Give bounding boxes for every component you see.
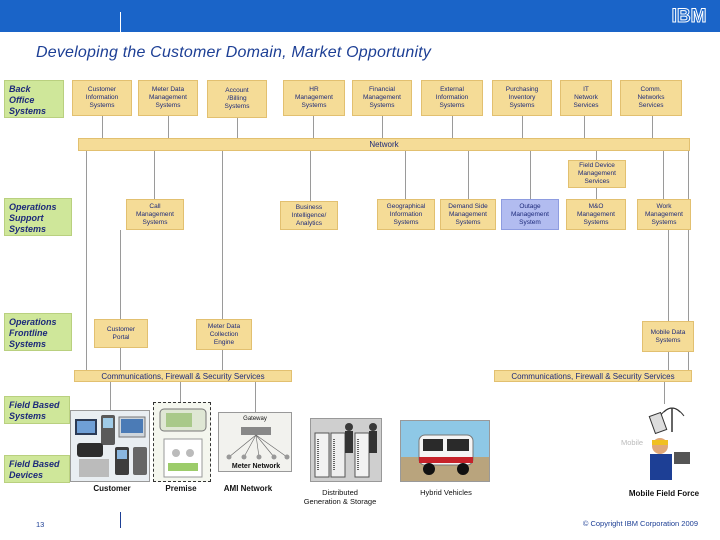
mobile-label: Mobile [620, 438, 644, 447]
meter-network-label: Meter Network [231, 463, 281, 470]
header-bar: IBM [0, 0, 720, 32]
connector [222, 350, 223, 370]
header-divider [120, 12, 121, 32]
caption-mobile-field-force: Mobile Field Force [628, 489, 700, 498]
connector [237, 118, 238, 138]
connector [405, 150, 406, 199]
connector [120, 230, 121, 319]
mo-management-systems: M&O Management Systems [566, 199, 626, 230]
connector [102, 116, 103, 138]
business-intelligence-analytics: Business Intelligence/ Analytics [280, 201, 338, 230]
gateway-label: Gateway [243, 416, 267, 422]
layer-operations-frontline: Operations Frontline Systems [4, 313, 72, 351]
caption-customer: Customer [93, 484, 131, 493]
connector [668, 226, 669, 321]
premise-devices-image [153, 402, 211, 482]
work-management-systems: Work Management Systems [637, 199, 691, 230]
connector [313, 116, 314, 138]
ibm-logo: IBM [671, 6, 707, 28]
page-title: Developing the Customer Domain, Market O… [36, 44, 432, 61]
connector [168, 116, 169, 138]
mobile-data-systems: Mobile Data Systems [642, 321, 694, 352]
ami-network-diagram [218, 412, 292, 472]
connector [596, 150, 597, 160]
connector [530, 150, 531, 199]
purchasing-inventory-systems: Purchasing Inventory Systems [492, 80, 552, 116]
layer-operations-support: Operations Support Systems [4, 198, 72, 236]
layer-back-office: Back Office Systems [4, 80, 64, 118]
layer-field-based-systems: Field Based Systems [4, 396, 70, 424]
caption-ami-network: AMI Network [223, 484, 273, 493]
hr-management-systems: HR Management Systems [283, 80, 345, 116]
hybrid-vehicle-image [400, 420, 490, 482]
communications-bar-left: Communications, Firewall & Security Serv… [74, 370, 292, 382]
connector [120, 348, 121, 370]
mobile-field-force-image [612, 404, 704, 484]
geographical-information-systems: Geographical Information Systems [377, 199, 435, 230]
it-network-services: IT Network Services [560, 80, 612, 116]
communications-bar-right: Communications, Firewall & Security Serv… [494, 370, 692, 382]
connector [668, 352, 669, 370]
connector [255, 382, 256, 412]
copyright: © Copyright IBM Corporation 2009 [582, 519, 698, 528]
connector [652, 116, 653, 138]
field-device-management-services: Field Device Management Services [568, 160, 626, 188]
account-billing-systems: Account /Billing Systems [207, 80, 267, 118]
connector [584, 116, 585, 138]
connector [110, 382, 111, 412]
meter-data-collection-engine: Meter Data Collection Engine [196, 319, 252, 350]
outage-management-system: Outage Management System [501, 199, 559, 230]
financial-management-systems: Financial Management Systems [352, 80, 412, 116]
layer-field-based-devices: Field Based Devices [4, 455, 70, 483]
page-number: 13 [36, 520, 45, 529]
footer-divider [120, 512, 121, 528]
connector [382, 116, 383, 138]
connector [468, 150, 469, 199]
connector [180, 382, 181, 402]
connector [663, 150, 664, 199]
network-bar: Network [78, 138, 690, 151]
connector [664, 382, 665, 404]
svg-text:IBM: IBM [672, 6, 707, 27]
connector [222, 150, 223, 319]
demand-side-management-systems: Demand Side Management Systems [440, 199, 496, 230]
connector [596, 188, 597, 199]
caption-distributed-generation: Distributed Generation & Storage [303, 488, 377, 506]
connector [310, 150, 311, 201]
external-information-systems: External Information Systems [421, 80, 483, 116]
connector [688, 150, 689, 370]
caption-hybrid-vehicles: Hybrid Vehicles [420, 488, 472, 497]
connector [154, 150, 155, 199]
customer-information-systems: Customer Information Systems [72, 80, 132, 116]
customer-devices-image [70, 410, 150, 482]
connector [86, 150, 87, 370]
call-management-systems: Call Management Systems [126, 199, 184, 230]
connector [452, 116, 453, 138]
connector [522, 116, 523, 138]
caption-premise: Premise [165, 484, 197, 493]
meter-data-management-systems: Meter Data Management Systems [138, 80, 198, 116]
comm-networks-services: Comm. Networks Services [620, 80, 682, 116]
customer-portal: Customer Portal [94, 319, 148, 348]
distributed-generation-image [310, 418, 382, 482]
